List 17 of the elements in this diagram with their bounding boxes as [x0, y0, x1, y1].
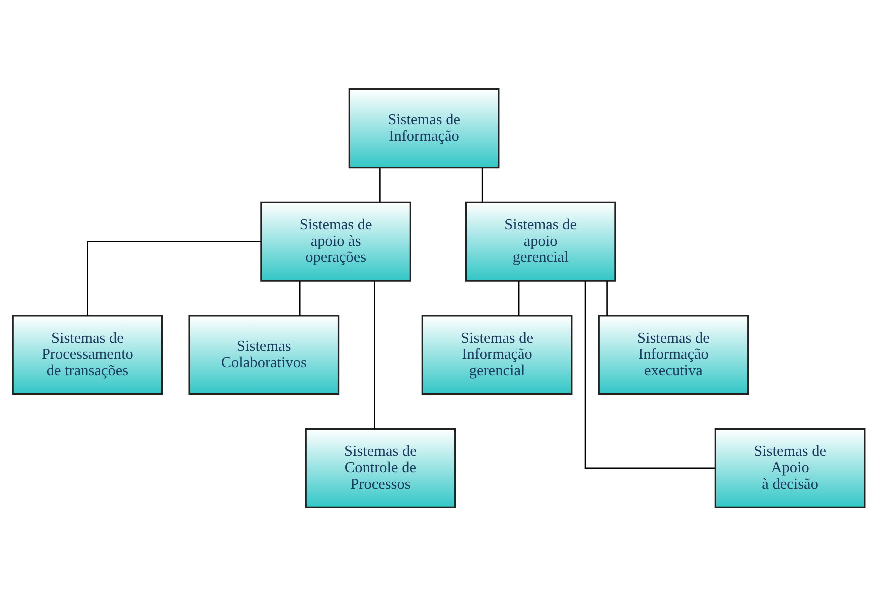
node-box: Sistemas de Informação: [348, 88, 500, 168]
connector: [518, 280, 520, 316]
node-box: Sistemas de Informação executiva: [598, 314, 750, 395]
connector: [299, 280, 301, 316]
node-box: Sistemas de apoio gerencial: [465, 201, 616, 282]
connector: [87, 240, 262, 316]
node-box: Sistemas de Informação gerencial: [422, 314, 573, 395]
connector: [482, 167, 484, 202]
node-box: Sistemas de apoio às operações: [260, 201, 412, 282]
connector: [374, 280, 376, 429]
connector: [584, 280, 716, 469]
node-box: Sistemas de Controle de Processos: [305, 428, 456, 508]
connector: [380, 167, 381, 202]
node-box: Sistemas de Processamento de transações: [12, 314, 164, 395]
node-box: Sistemas de Apoio à decisão: [714, 428, 866, 508]
connector: [606, 280, 608, 316]
node-box: Sistemas Colaborativos: [188, 314, 340, 395]
